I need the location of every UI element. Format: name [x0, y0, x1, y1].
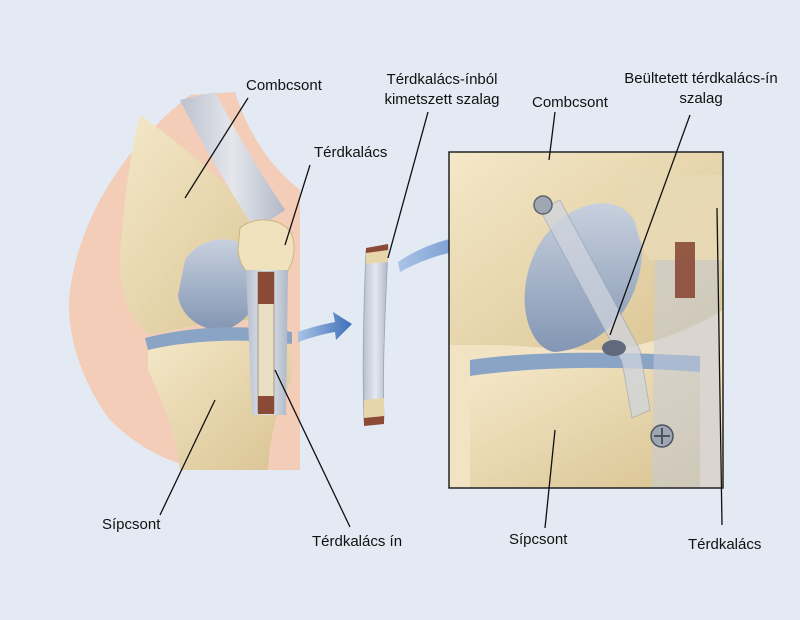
tunnel-opening	[602, 340, 626, 356]
leader-femur-left	[184, 97, 249, 199]
leader-femur-right	[548, 111, 556, 161]
right-knee	[448, 151, 724, 489]
leader-graft-implanted	[609, 114, 691, 336]
screw-femoral	[533, 195, 553, 215]
label-graft-harvested: Térdkalács-ínból kimetszett szalag	[372, 70, 512, 110]
label-patella-right: Térdkalács	[688, 536, 762, 553]
harvested-graft	[362, 244, 389, 426]
patella-right-bone	[630, 175, 723, 260]
label-femur-left: Combcsont	[246, 77, 322, 94]
leader-patella-left	[284, 164, 311, 246]
label-tibia-right: Sípcsont	[509, 531, 568, 548]
condyle-left	[178, 239, 261, 331]
graft-block-top-edge	[366, 244, 388, 253]
label-graft-implanted-line1: Beültetett térdkalács-ín	[624, 70, 778, 87]
harvest-block-bottom-left	[258, 396, 274, 414]
label-graft-harvested-line2: kimetszett szalag	[384, 91, 500, 108]
implant-block-patella	[675, 242, 695, 298]
label-tibia-left: Sípcsont	[102, 516, 161, 533]
leader-tibia-right	[544, 429, 556, 529]
leader-lines	[159, 97, 723, 529]
implanted-graft	[539, 199, 651, 419]
label-femur-right: Combcsont	[532, 94, 608, 111]
label-patella-left: Térdkalács	[314, 144, 388, 161]
label-graft-implanted: Beültetett térdkalács-ín szalag	[610, 69, 792, 109]
harvest-block-top-left	[258, 272, 274, 304]
leader-graft-harvested	[387, 111, 429, 259]
arrow-to-graft	[298, 312, 352, 342]
leader-patella-right	[716, 207, 723, 526]
graft-body	[362, 245, 389, 423]
label-patellar-tendon: Térdkalács ín	[312, 533, 403, 550]
left-knee	[69, 92, 301, 470]
label-graft-implanted-line2: szalag	[679, 90, 723, 107]
leader-tibia-left	[159, 399, 216, 516]
graft-block-bottom-edge	[364, 416, 384, 426]
label-graft-harvested-line1: Térdkalács-ínból	[386, 71, 498, 88]
quadriceps-tendon-left	[180, 92, 285, 230]
screw-tibial-slot	[654, 428, 670, 444]
leader-patellar-tendon	[274, 369, 351, 528]
frame-border	[448, 151, 724, 489]
